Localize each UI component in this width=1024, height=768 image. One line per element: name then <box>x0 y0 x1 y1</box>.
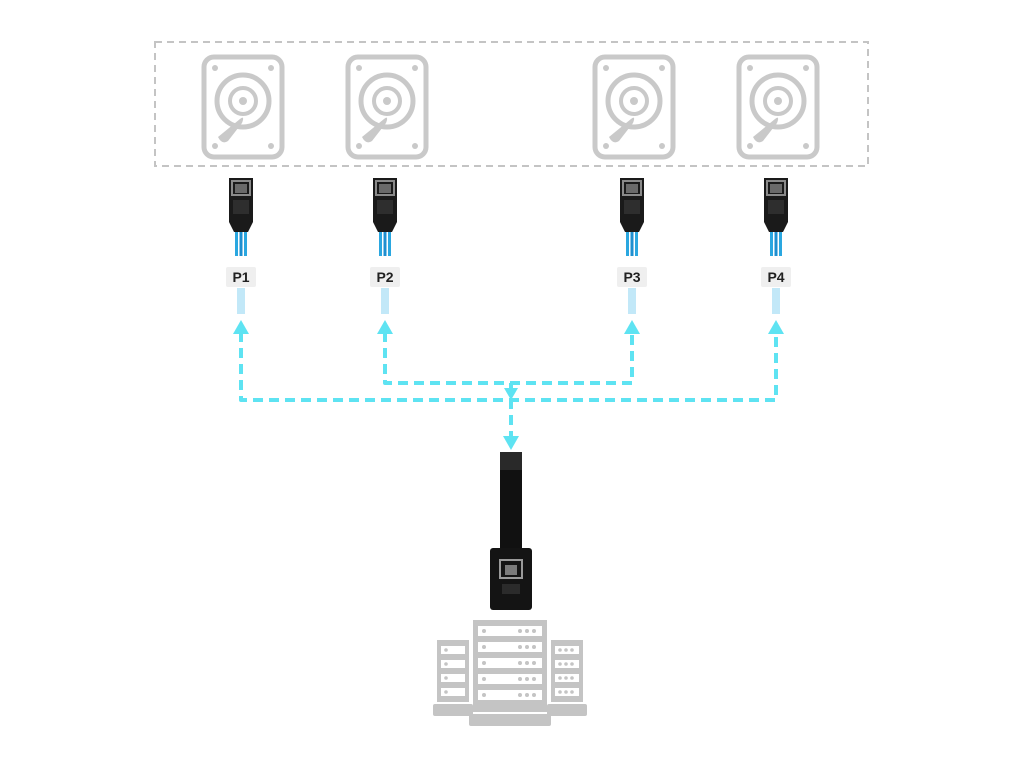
port-label-p2: P2 <box>370 267 400 287</box>
arrow-up-p2-icon <box>377 320 393 334</box>
hard-drive-4-icon <box>739 57 817 157</box>
flow-lines <box>239 332 778 440</box>
sata-connector-p3-icon <box>619 177 645 257</box>
drive-bay-outline <box>154 41 869 167</box>
sata-connector-p4-icon <box>763 177 789 257</box>
flow-arrows <box>233 320 784 450</box>
port-label-p3: P3 <box>617 267 647 287</box>
port-label-p1: P1 <box>226 267 256 287</box>
port-label-p4-text: P4 <box>767 269 784 285</box>
port-label-p1-text: P1 <box>232 269 249 285</box>
arrow-up-p4-icon <box>768 320 784 334</box>
arrow-up-p1-icon <box>233 320 249 334</box>
junction-arrow-icon <box>504 388 518 400</box>
port-label-p2-text: P2 <box>376 269 393 285</box>
hard-drive-3-icon <box>595 57 673 157</box>
sata-connector-p2-icon <box>372 177 398 257</box>
arrow-down-trunk-icon <box>503 436 519 450</box>
hard-drive-2-icon <box>348 57 426 157</box>
mini-sas-cable <box>500 452 522 548</box>
cable-tails <box>237 288 780 314</box>
arrow-up-p3-icon <box>624 320 640 334</box>
port-label-p3-text: P3 <box>623 269 640 285</box>
flow-line-outer <box>239 332 778 402</box>
hard-drive-1-icon <box>204 57 282 157</box>
server-rack-icon <box>433 620 587 726</box>
mini-sas-connector-icon <box>490 548 532 610</box>
flow-line-inner <box>383 332 634 385</box>
sata-connector-p1-icon <box>228 177 254 257</box>
port-label-p4: P4 <box>761 267 791 287</box>
